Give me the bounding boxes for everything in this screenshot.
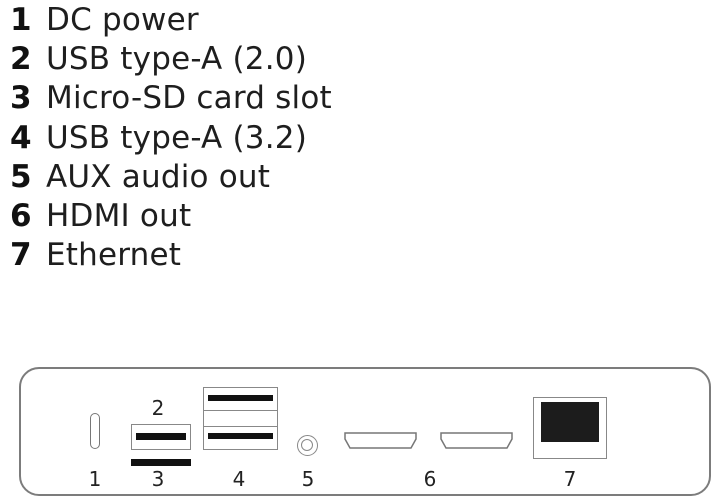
port-label-2: 2 (151, 396, 165, 420)
legend-label: USB type-A (2.0) (46, 40, 307, 77)
microsd-slot-icon (131, 459, 191, 466)
usb-tongue (208, 395, 273, 401)
legend-label: DC power (46, 1, 199, 38)
hdmi-port-icon (344, 432, 417, 449)
legend-number: 7 (10, 237, 32, 274)
port-divider (204, 410, 277, 411)
dual-usb-a-port-icon (203, 387, 278, 450)
audio-jack-icon (297, 435, 318, 456)
port-label-7: 7 (563, 467, 577, 491)
port-label-6: 6 (423, 467, 437, 491)
usb-tongue (208, 433, 273, 439)
legend-number: 2 (10, 40, 32, 77)
port-label-3: 3 (151, 467, 165, 491)
ethernet-port-icon (533, 397, 607, 459)
port-label-1: 1 (88, 467, 102, 491)
audio-jack-inner-ring (301, 439, 313, 451)
legend-item-ethernet: 7 Ethernet (10, 236, 332, 275)
legend-label: Ethernet (46, 237, 182, 274)
port-legend: 1 DC power 2 USB type-A (2.0) 3 Micro-SD ca… (10, 0, 332, 275)
legend-item-dc-power: 1 DC power (10, 0, 332, 39)
legend-label: Micro-SD card slot (46, 80, 332, 117)
ethernet-socket (541, 402, 599, 442)
legend-item-hdmi: 6 HDMI out (10, 196, 332, 235)
legend-number: 4 (10, 119, 32, 156)
legend-number: 6 (10, 198, 32, 235)
legend-item-aux: 5 AUX audio out (10, 157, 332, 196)
legend-label: USB type-A (3.2) (46, 119, 307, 156)
dc-power-port-icon (90, 413, 100, 449)
usb-a-port-icon (131, 424, 191, 450)
port-divider (204, 426, 277, 427)
legend-label: HDMI out (46, 198, 192, 235)
legend-item-usb3: 4 USB type-A (3.2) (10, 118, 332, 157)
legend-number: 5 (10, 158, 32, 195)
port-label-5: 5 (301, 467, 315, 491)
legend-label: AUX audio out (46, 158, 271, 195)
legend-number: 3 (10, 80, 32, 117)
legend-item-usb2: 2 USB type-A (2.0) (10, 39, 332, 78)
legend-item-microsd: 3 Micro-SD card slot (10, 79, 332, 118)
legend-number: 1 (10, 1, 32, 38)
port-label-4: 4 (232, 467, 246, 491)
usb-tongue (136, 433, 186, 440)
hdmi-port-icon (440, 432, 513, 449)
